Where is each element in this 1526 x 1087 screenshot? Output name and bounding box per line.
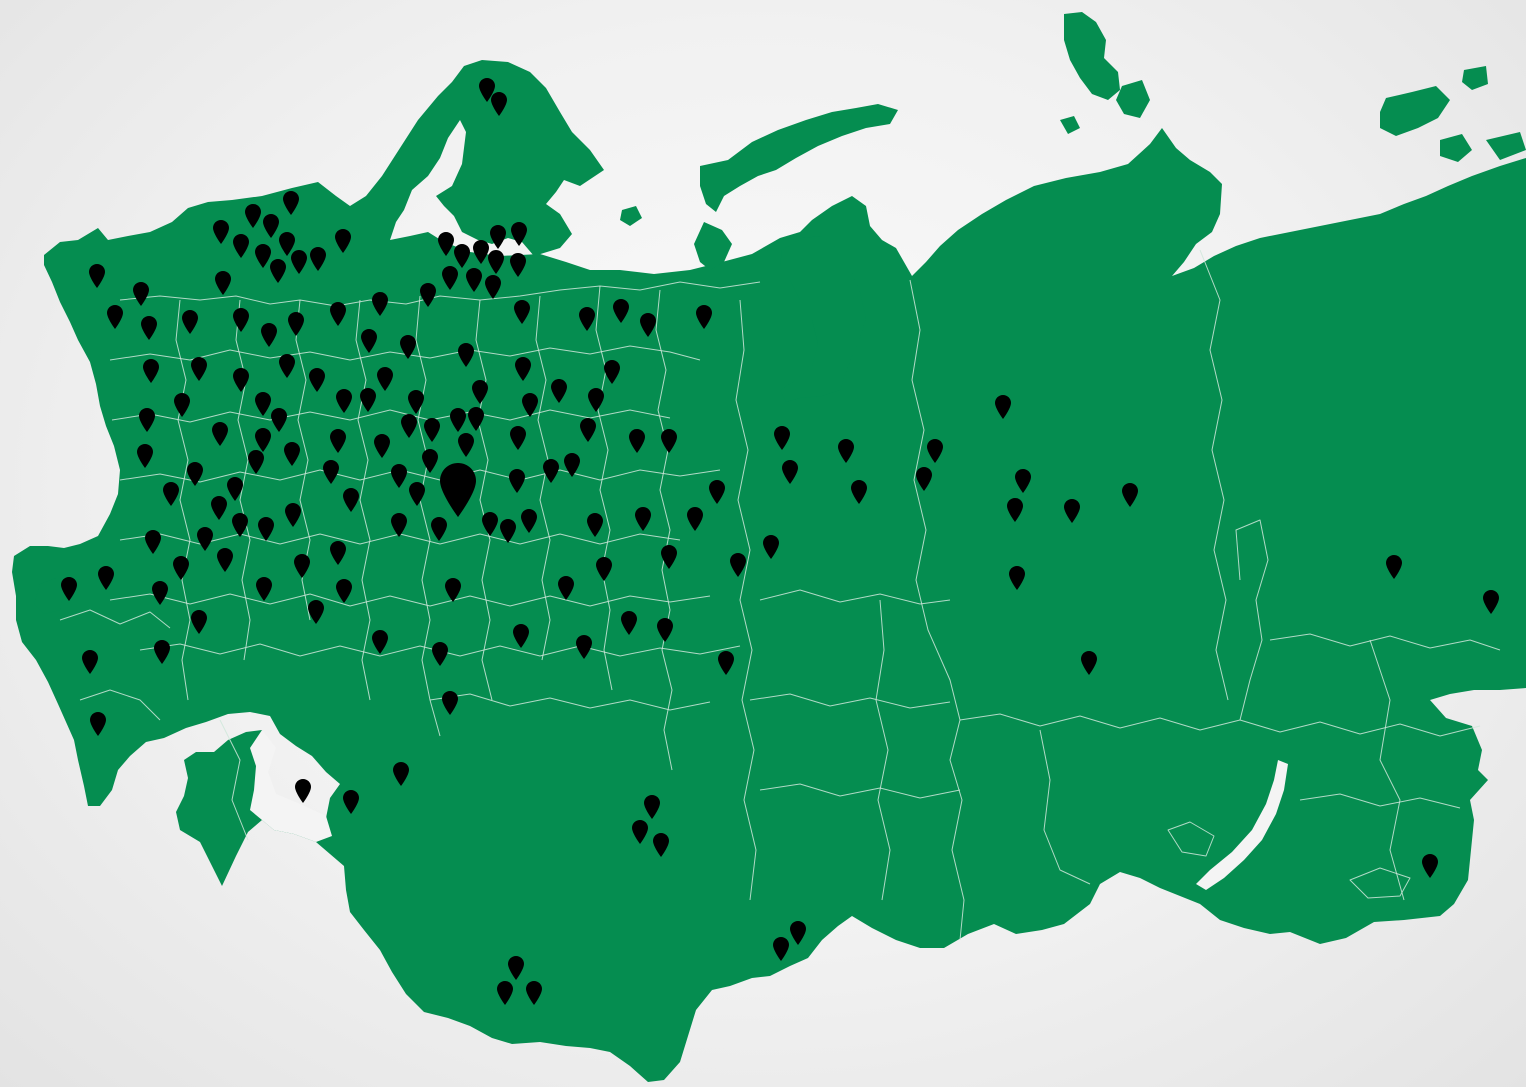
island-north-3 — [694, 222, 732, 270]
caspian-sea — [250, 730, 332, 842]
island-arctic-5 — [1440, 134, 1472, 162]
mainland-region — [12, 60, 1526, 1082]
island-arctic-7 — [1486, 132, 1526, 160]
island-arctic-4 — [1462, 66, 1488, 90]
map-pin-icon[interactable] — [490, 225, 506, 249]
map-pin-icon[interactable] — [295, 779, 311, 803]
landmass — [12, 12, 1526, 1082]
lake-baikal — [1196, 760, 1288, 890]
island-arctic-2 — [1116, 80, 1150, 118]
region-borders — [59, 249, 1501, 941]
island-arctic-6 — [1060, 116, 1080, 134]
island-arctic-1 — [1064, 12, 1120, 100]
island-north-2 — [620, 206, 642, 226]
peninsula-north — [780, 236, 866, 402]
island-north-1 — [700, 104, 898, 212]
peninsula-west — [34, 578, 64, 614]
island-arctic-3 — [1380, 86, 1450, 136]
